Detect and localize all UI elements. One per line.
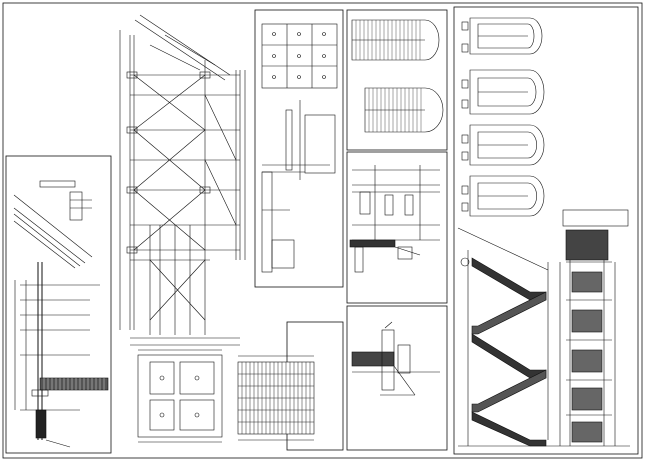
stair-plans-column [453, 6, 639, 455]
plan-section-panel [254, 9, 344, 288]
stair-elevation [457, 227, 630, 447]
stair-plan-panel [346, 9, 448, 151]
grating-plan-panel [137, 321, 344, 451]
tower-side-elevation [559, 229, 616, 446]
connection-detail-panel [346, 305, 448, 451]
truss-elevation-panel [119, 14, 246, 346]
left-detail-panel [5, 155, 112, 454]
section-detail-panel [346, 151, 448, 304]
